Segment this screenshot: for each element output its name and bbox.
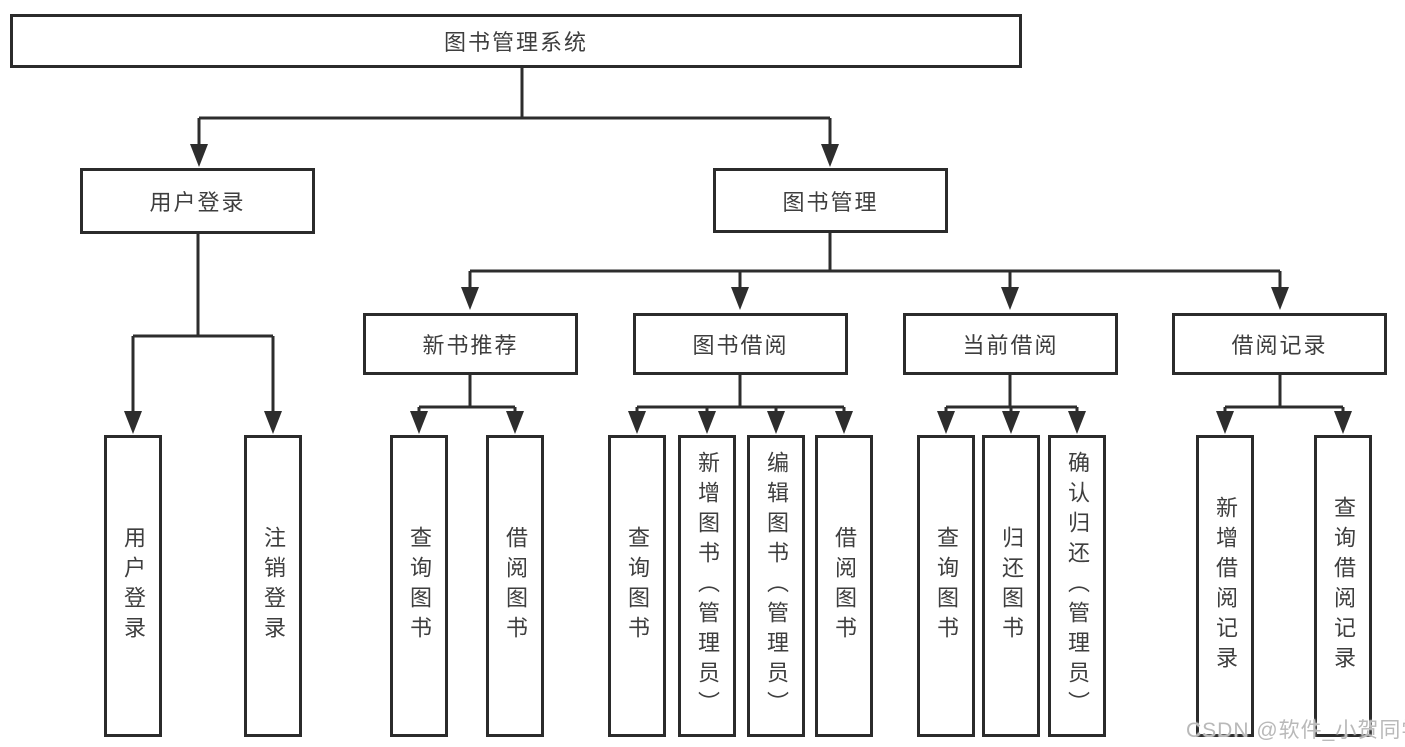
node-book-borrowing: 图书借阅: [633, 313, 848, 375]
leaf-confirm-return-admin: 确认归还（管理员）: [1048, 435, 1106, 737]
node-new-book-recommendation: 新书推荐: [363, 313, 578, 375]
leaf-query-borrow-record: 查询借阅记录: [1314, 435, 1372, 737]
leaf-label: 归还图书: [999, 526, 1024, 646]
leaf-query-books-current: 查询图书: [917, 435, 975, 737]
leaf-label: 借阅图书: [503, 526, 528, 646]
leaf-query-books-recommend: 查询图书: [390, 435, 448, 737]
node-label: 新书推荐: [422, 333, 519, 358]
leaf-logout: 注销登录: [244, 435, 302, 737]
leaf-borrow-book: 借阅图书: [815, 435, 873, 737]
node-label: 图书管理系统: [443, 30, 588, 55]
node-label: 图书借阅: [692, 333, 789, 358]
node-borrowing-records: 借阅记录: [1172, 313, 1387, 375]
leaf-add-book-admin: 新增图书（管理员）: [678, 435, 736, 737]
node-current-borrowing: 当前借阅: [903, 313, 1118, 375]
leaf-return-book: 归还图书: [982, 435, 1040, 737]
leaf-label: 用户登录: [121, 526, 146, 646]
leaf-label: 查询图书: [407, 526, 432, 646]
arrowheads: [124, 144, 1352, 434]
leaf-label: 注销登录: [261, 526, 286, 646]
leaf-add-borrow-record: 新增借阅记录: [1196, 435, 1254, 737]
node-book-management: 图书管理: [713, 168, 948, 233]
leaf-borrow-books-recommend: 借阅图书: [486, 435, 544, 737]
node-label: 用户登录: [149, 190, 246, 215]
watermark: CSDN @软件_小贺同学: [1186, 719, 1405, 742]
leaf-label: 确认归还（管理员）: [1065, 451, 1090, 721]
leaf-label: 编辑图书（管理员）: [764, 451, 789, 721]
leaf-user-login: 用户登录: [104, 435, 162, 737]
leaf-query-books-borrow: 查询图书: [608, 435, 666, 737]
leaf-label: 借阅图书: [832, 526, 857, 646]
leaf-label: 新增借阅记录: [1213, 496, 1238, 676]
node-user-login: 用户登录: [80, 168, 315, 234]
leaf-label: 查询借阅记录: [1331, 496, 1356, 676]
node-label: 借阅记录: [1231, 333, 1328, 358]
connector-paths: [131, 67, 1345, 412]
leaf-label: 新增图书（管理员）: [695, 451, 720, 721]
leaf-label: 查询图书: [934, 526, 959, 646]
leaf-edit-book-admin: 编辑图书（管理员）: [747, 435, 805, 737]
node-book-management-system: 图书管理系统: [10, 14, 1022, 68]
node-label: 图书管理: [782, 189, 879, 215]
node-label: 当前借阅: [962, 333, 1059, 358]
leaf-label: 查询图书: [625, 526, 650, 646]
